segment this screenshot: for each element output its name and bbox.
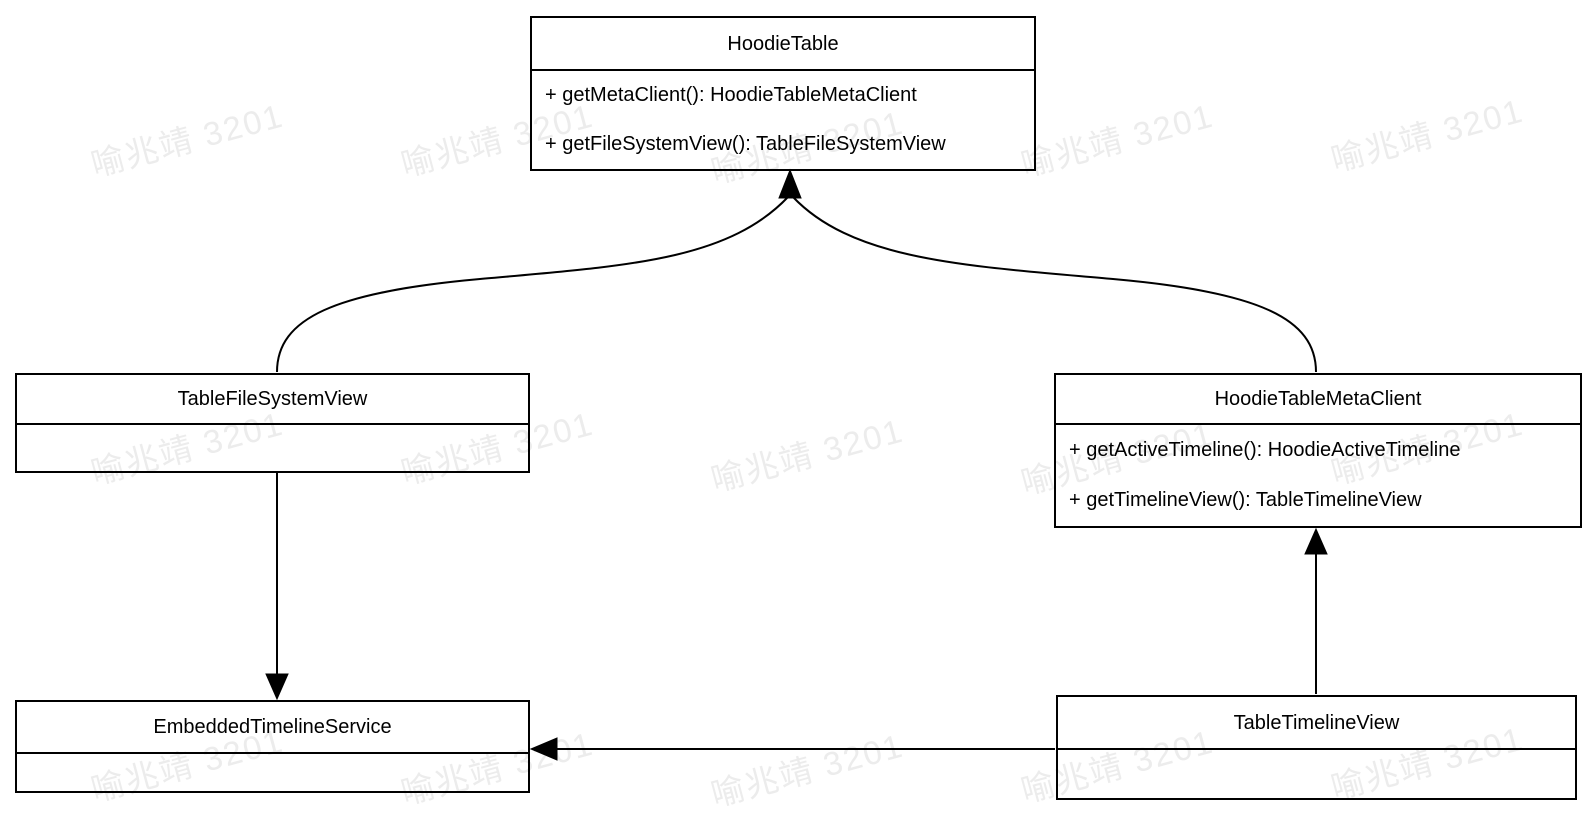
arrowhead-left-embeddedtimelineservice [529, 737, 558, 761]
arrowhead-up-hoodietablemetaclient [1304, 527, 1328, 555]
class-title-hoodie-table-meta-client: HoodieTableMetaClient [1214, 388, 1422, 410]
empty-section [17, 423, 528, 471]
class-title-hoodie-table: HoodieTable [727, 32, 839, 55]
method-get-meta-client: + getMetaClient(): HoodieTableMetaClient [545, 84, 917, 106]
watermark-text: 喻兆靖 3201 [1327, 91, 1528, 179]
method-get-active-timeline: + getActiveTimeline(): HoodieActiveTimel… [1069, 438, 1461, 461]
empty-section [17, 752, 528, 791]
class-title-table-file-system-view: TableFileSystemView [177, 388, 368, 410]
class-box-embedded-timeline-service: EmbeddedTimelineService [15, 700, 530, 793]
edge-tablefilesystemview-to-hoodietable [276, 196, 789, 373]
edge-hoodietablemetaclient-to-hoodietable [792, 196, 1317, 373]
class-box-table-file-system-view: TableFileSystemView [15, 373, 530, 473]
watermark-text: 喻兆靖 3201 [707, 411, 908, 499]
class-box-hoodie-table-meta-client: HoodieTableMetaClient + getActiveTimelin… [1054, 373, 1582, 528]
class-box-table-timeline-view: TableTimelineView [1056, 695, 1577, 800]
class-box-hoodie-table: HoodieTable + getMetaClient(): HoodieTab… [530, 16, 1036, 171]
empty-section [1058, 748, 1575, 798]
method-get-file-system-view: + getFileSystemView(): TableFileSystemVi… [545, 133, 946, 155]
watermark-text: 喻兆靖 3201 [707, 726, 908, 814]
watermark-text: 喻兆靖 3201 [87, 96, 288, 184]
class-title-embedded-timeline-service: EmbeddedTimelineService [153, 716, 392, 738]
class-methods-hoodie-table-meta-client: + getActiveTimeline(): HoodieActiveTimel… [1056, 423, 1580, 526]
class-methods-hoodie-table: + getMetaClient(): HoodieTableMetaClient… [532, 69, 1034, 169]
class-title-table-timeline-view: TableTimelineView [1233, 711, 1400, 734]
method-get-timeline-view: + getTimelineView(): TableTimelineView [1069, 489, 1422, 512]
watermark-text: 喻兆靖 3201 [1017, 96, 1218, 184]
arrowhead-down-embeddedtimelineservice [265, 673, 289, 701]
arrowhead-up-hoodietable [778, 168, 802, 199]
